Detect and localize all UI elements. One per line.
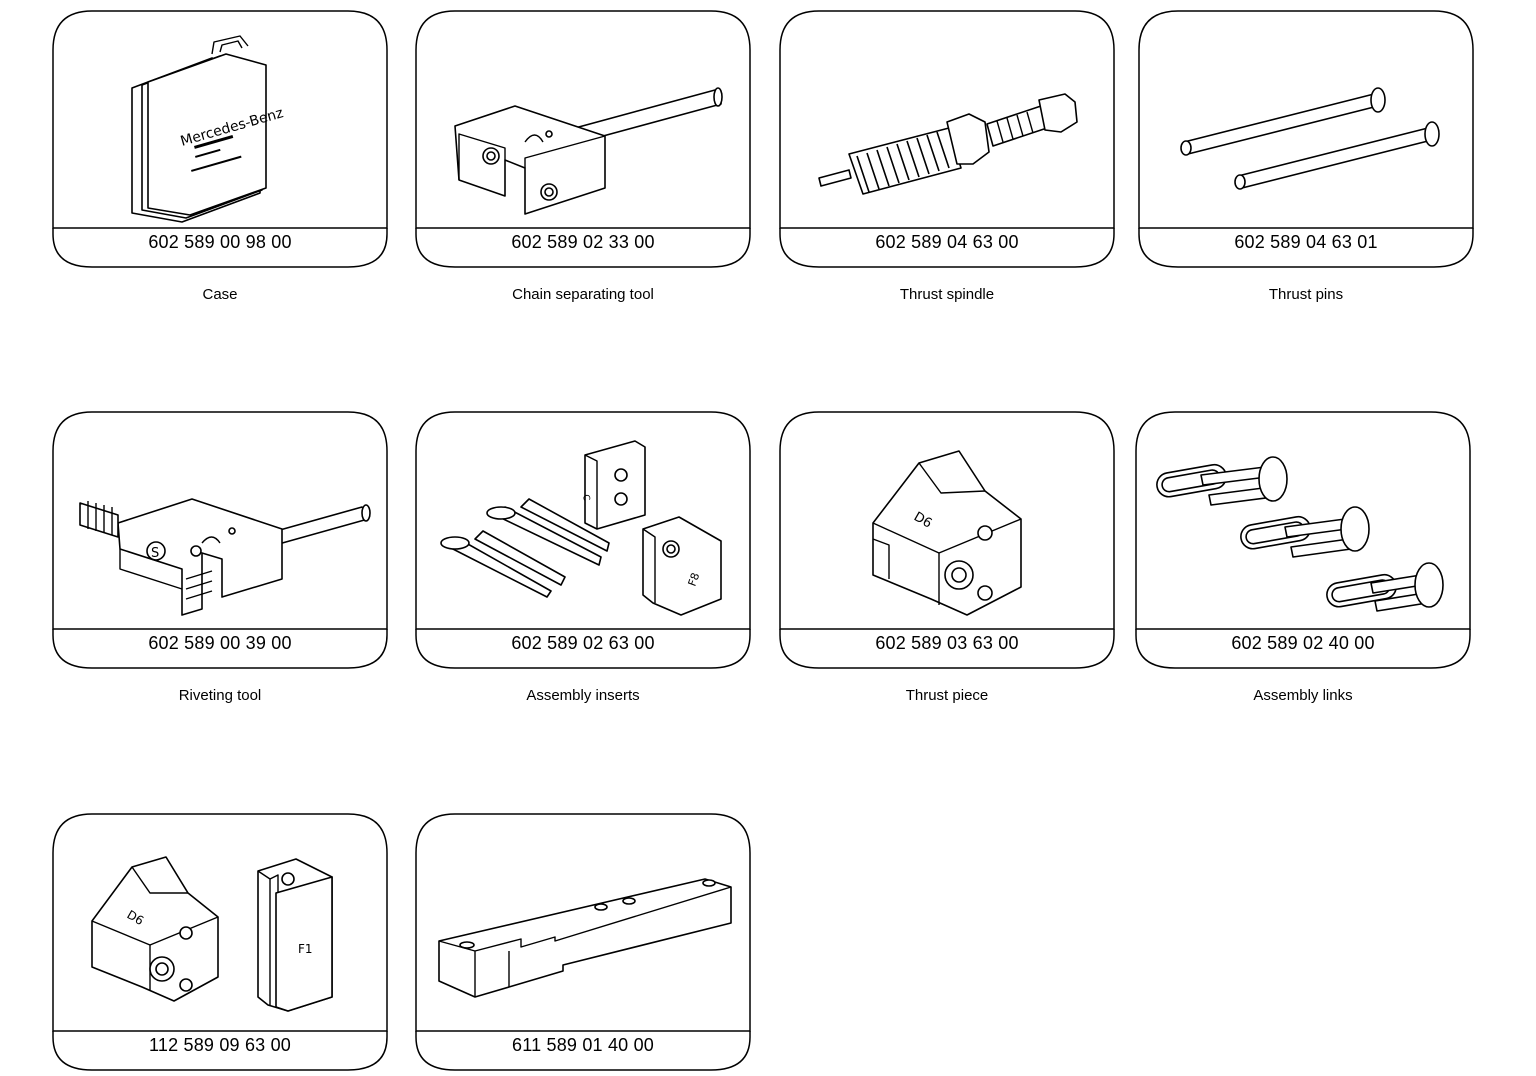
card-frame xyxy=(779,411,1115,669)
thrust-piece-insert-icon: D6 F1 xyxy=(91,856,333,1012)
tool-caption: Chain separating tool xyxy=(512,286,654,303)
part-number: 602 589 00 39 00 xyxy=(148,633,292,653)
tool-caption: Thrust spindle xyxy=(899,286,995,303)
tool-caption: Thrust piece xyxy=(905,687,989,704)
tool-caption: Riveting tool xyxy=(178,687,262,704)
link-3 xyxy=(1326,562,1444,612)
case-icon: Mercedes-Benz xyxy=(131,35,285,223)
tool-caption: Assembly links xyxy=(1253,687,1353,704)
tool-frame: C F8 602 589 02 63 00 xyxy=(415,411,751,669)
tool-caption: Case xyxy=(202,286,238,303)
tool-card-riveting-tool: S 602 589 00 39 00 Riveting tool xyxy=(52,411,388,704)
tool-card-assembly-links: 602 589 02 40 00 Assembly links xyxy=(1135,411,1471,704)
part-number: 611 589 01 40 00 xyxy=(512,1035,654,1055)
tool-caption: Thrust pins xyxy=(1268,286,1344,303)
chain-separating-tool-icon xyxy=(454,87,723,215)
riveting-marking: S xyxy=(151,546,159,561)
card-frame xyxy=(52,10,388,268)
part-number: 602 589 02 40 00 xyxy=(1231,633,1375,653)
tool-frame: D6 F1 112 589 09 63 00 xyxy=(52,813,388,1071)
tool-frame: S 602 589 00 39 00 xyxy=(52,411,388,669)
assembly-inserts-icon: C F8 xyxy=(440,440,722,616)
riveting-tool-icon: S xyxy=(79,498,371,616)
bar-icon xyxy=(438,878,732,998)
tool-frame: 611 589 01 40 00 xyxy=(415,813,751,1071)
part-number: 602 589 02 33 00 xyxy=(511,232,655,252)
card-frame xyxy=(415,10,751,268)
tool-caption: Assembly inserts xyxy=(526,687,640,704)
tool-card-thrust-pins: 602 589 04 63 01 Thrust pins xyxy=(1138,10,1474,303)
thrust-piece-icon: D6 xyxy=(872,450,1022,616)
thrust-spindle-icon xyxy=(818,93,1078,195)
card-frame xyxy=(415,411,751,669)
part-number: 602 589 02 63 00 xyxy=(511,633,655,653)
tool-card-case: Mercedes-Benz 602 589 00 98 00 Case xyxy=(52,10,388,303)
card-frame xyxy=(779,10,1115,268)
insert-f8-marking: F8 xyxy=(686,571,703,588)
card-frame xyxy=(52,813,388,1071)
link-2 xyxy=(1240,506,1370,558)
tool-card-assembly-inserts: C F8 602 589 02 63 00 Assembly inserts xyxy=(415,411,751,704)
link-1 xyxy=(1156,456,1288,506)
insert-c-marking: C xyxy=(580,494,591,502)
part-number: 602 589 00 98 00 xyxy=(148,232,292,252)
tool-frame: 602 589 04 63 00 xyxy=(779,10,1115,268)
card-frame xyxy=(415,813,751,1071)
insert-f1-marking: F1 xyxy=(298,942,313,956)
tool-frame: 602 589 02 33 00 xyxy=(415,10,751,268)
tool-frame: 602 589 04 63 01 xyxy=(1138,10,1474,268)
part-number: 112 589 09 63 00 xyxy=(149,1035,291,1055)
tool-frame: Mercedes-Benz 602 589 00 98 00 xyxy=(52,10,388,268)
part-number: 602 589 04 63 00 xyxy=(875,232,1019,252)
tool-frame: D6 602 589 03 63 00 xyxy=(779,411,1115,669)
card-frame xyxy=(1138,10,1474,268)
assembly-links-icon xyxy=(1156,456,1444,612)
tool-card-chain-separating-tool: 602 589 02 33 00 Chain separating tool xyxy=(415,10,751,303)
tool-card-bar: 611 589 01 40 00 xyxy=(415,813,751,1071)
tool-frame: 602 589 02 40 00 xyxy=(1135,411,1471,669)
part-number: 602 589 04 63 01 xyxy=(1234,232,1378,252)
tool-card-thrust-piece: D6 602 589 03 63 00 Thrust piece xyxy=(779,411,1115,704)
thrust-pins-icon xyxy=(1180,87,1440,190)
tool-card-thrust-piece-insert: D6 F1 112 589 09 63 00 xyxy=(52,813,388,1071)
card-frame xyxy=(52,411,388,669)
card-frame xyxy=(1135,411,1471,669)
part-number: 602 589 03 63 00 xyxy=(875,633,1019,653)
tool-card-thrust-spindle: 602 589 04 63 00 Thrust spindle xyxy=(779,10,1115,303)
